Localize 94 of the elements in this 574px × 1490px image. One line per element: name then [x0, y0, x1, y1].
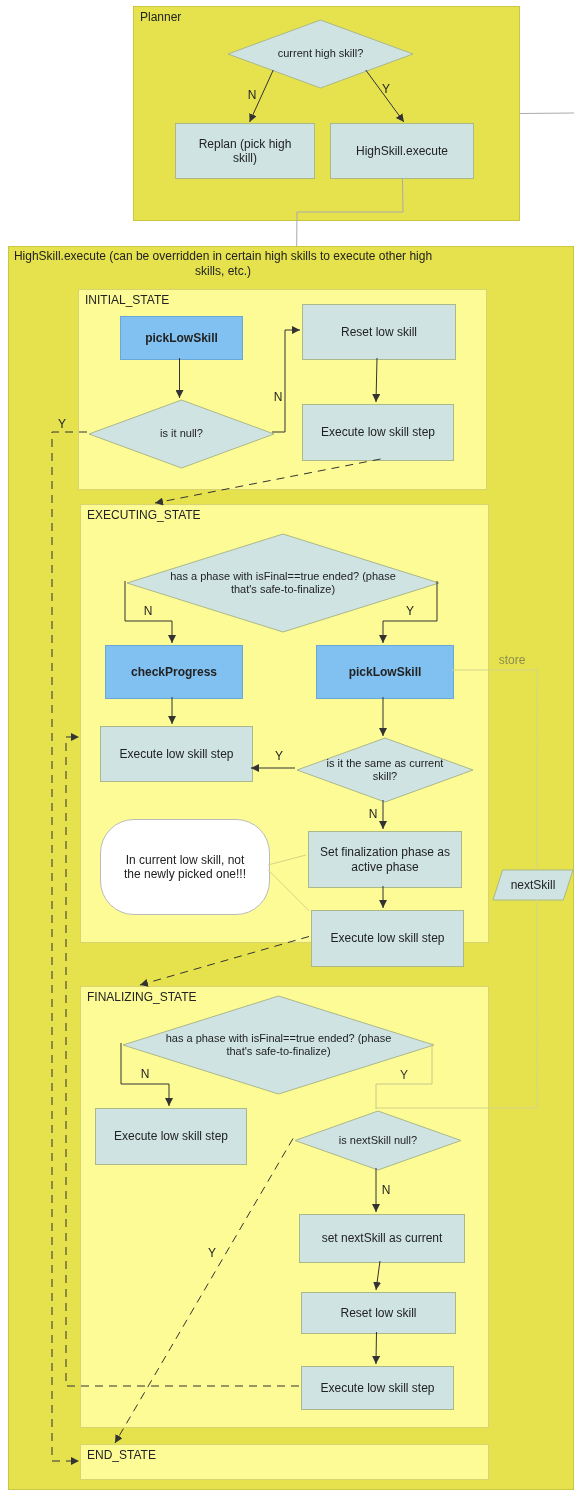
arrow — [379, 580, 438, 644]
dashed-arrow — [139, 936, 310, 987]
process-box — [302, 404, 454, 461]
dashed-arrow — [154, 458, 382, 506]
edge-label: N — [381, 1184, 391, 1196]
panel-title: EXECUTING_STATE — [87, 508, 201, 522]
process-box — [95, 1108, 247, 1165]
box-label: pickLowSkill — [347, 664, 423, 680]
arrow — [120, 1042, 173, 1107]
process-box — [100, 726, 253, 782]
panel-title: Planner — [140, 10, 182, 24]
process-box — [311, 910, 464, 967]
group-panel — [133, 6, 520, 221]
state-panel — [80, 1444, 489, 1480]
edge-label: Y — [400, 1069, 408, 1081]
state-panel — [78, 289, 487, 490]
box-label: has a phase with isFinal==true ended? (phase that's safe-to-finalize) — [169, 569, 397, 597]
dashed-arrow — [65, 733, 300, 1387]
method-box — [105, 645, 243, 699]
decision-diamond — [89, 400, 274, 468]
edge-label: N — [247, 89, 257, 101]
arrow — [271, 326, 301, 433]
arrow — [124, 580, 176, 644]
arrow — [365, 69, 405, 123]
box-label: is it null? — [159, 427, 204, 441]
box-label: Execute low skill step — [319, 1380, 436, 1396]
panel-title: INITIAL_STATE — [85, 293, 170, 307]
arrow — [373, 1260, 382, 1291]
box-label: current high skill? — [276, 47, 365, 61]
arrow — [250, 764, 296, 772]
edge-label: Y — [58, 418, 66, 430]
arrow — [372, 1331, 381, 1365]
arrow — [249, 69, 274, 123]
box-label: has a phase with isFinal==true ended? (phase that's safe-to-finalize) — [164, 1031, 393, 1059]
box-label: Execute low skill step — [319, 425, 436, 440]
edge-label: Y — [382, 83, 390, 95]
method-box — [120, 316, 243, 360]
arrow — [379, 696, 387, 737]
process-box — [330, 123, 474, 179]
edge-label: Y — [406, 605, 414, 617]
edge-label: N — [368, 808, 378, 820]
edge-label: N — [140, 1068, 150, 1080]
box-label: Reset low skill — [340, 324, 418, 340]
connector-line — [375, 898, 538, 1110]
process-box — [301, 1292, 456, 1334]
arrow — [379, 799, 387, 830]
note-bubble — [100, 819, 270, 915]
box-label: set nextSkill as current — [320, 1231, 444, 1246]
connector-line — [267, 854, 307, 866]
panel-title: FINALIZING_STATE — [87, 990, 197, 1004]
box-label: Reset low skill — [339, 1305, 418, 1321]
edge-label: Y — [275, 750, 283, 762]
box-label: In current low skill, not the newly picked one!!! — [122, 852, 248, 882]
box-label: Execute low skill step — [329, 931, 446, 946]
decision-diamond — [295, 1111, 461, 1170]
arrow — [372, 1167, 380, 1213]
process-box — [299, 1214, 465, 1263]
connector-line — [451, 669, 538, 870]
method-box — [316, 645, 454, 699]
process-box — [308, 831, 462, 888]
connector-line — [375, 1042, 433, 1110]
decision-diamond — [297, 738, 473, 802]
connector-line — [519, 112, 574, 114]
panel-title: HighSkill.execute (can be overridden in certain high skills to execute other high skills, etc.) — [13, 249, 433, 279]
data-parallelogram — [493, 870, 573, 900]
box-label: is it the same as current skill? — [325, 756, 445, 784]
decision-diamond — [127, 534, 439, 632]
edge-label: Y — [208, 1247, 216, 1259]
box-label: HighSkill.execute — [354, 143, 449, 159]
connector-line — [267, 869, 310, 912]
process-box — [302, 304, 456, 360]
edge-label: N — [273, 391, 283, 403]
process-box — [175, 123, 315, 179]
arrow — [379, 885, 388, 909]
arrow — [372, 357, 381, 403]
dashed-arrow — [114, 1138, 294, 1444]
panel-title: END_STATE — [87, 1448, 156, 1462]
arrow — [175, 357, 184, 399]
box-label: Execute low skill step — [118, 746, 235, 762]
process-box — [301, 1366, 454, 1410]
group-panel — [8, 246, 574, 1490]
box-label: is nextSkill null? — [337, 1133, 419, 1148]
dashed-arrow — [51, 431, 88, 1465]
edge-label: store — [498, 654, 526, 666]
box-label: nextSkill — [509, 877, 557, 893]
edge-label: N — [143, 605, 153, 617]
state-panel — [80, 986, 489, 1428]
box-label: Execute low skill step — [112, 1129, 229, 1144]
box-label: checkProgress — [129, 664, 219, 680]
box-label: Set finalization phase as active phase — [318, 845, 452, 874]
connector-line — [296, 177, 404, 247]
box-label: pickLowSkill — [144, 330, 219, 346]
arrow — [168, 696, 177, 725]
box-label: Replan (pick high skill) — [197, 136, 293, 166]
